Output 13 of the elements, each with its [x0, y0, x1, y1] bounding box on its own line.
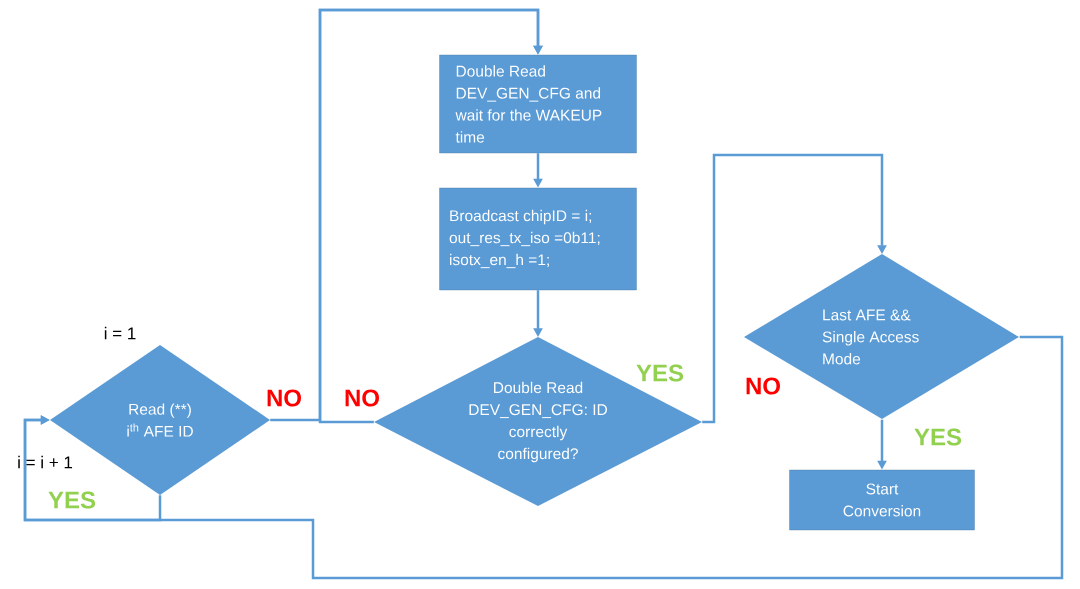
- arrow: [318, 8, 543, 424]
- edge-label: NO: [267, 389, 301, 407]
- variable-label: i = i + 1: [18, 455, 73, 469]
- arrow: [23, 415, 162, 522]
- edge-label: YES: [48, 491, 96, 509]
- process-box: Double Read DEV_GEN_CFG and wait for the WAKEUP time: [439, 54, 637, 154]
- process-box: Broadcast chipID = i; out_res_tx_iso =0b11; isotx_en_h =1;: [439, 187, 637, 291]
- process-box: Start Conversion: [789, 469, 975, 531]
- variable-label: i = 1: [104, 326, 136, 340]
- arrow: [702, 153, 887, 424]
- answer-label: NO: [746, 377, 780, 395]
- edge-label: YES: [636, 364, 684, 382]
- edge-label: YES: [914, 428, 962, 446]
